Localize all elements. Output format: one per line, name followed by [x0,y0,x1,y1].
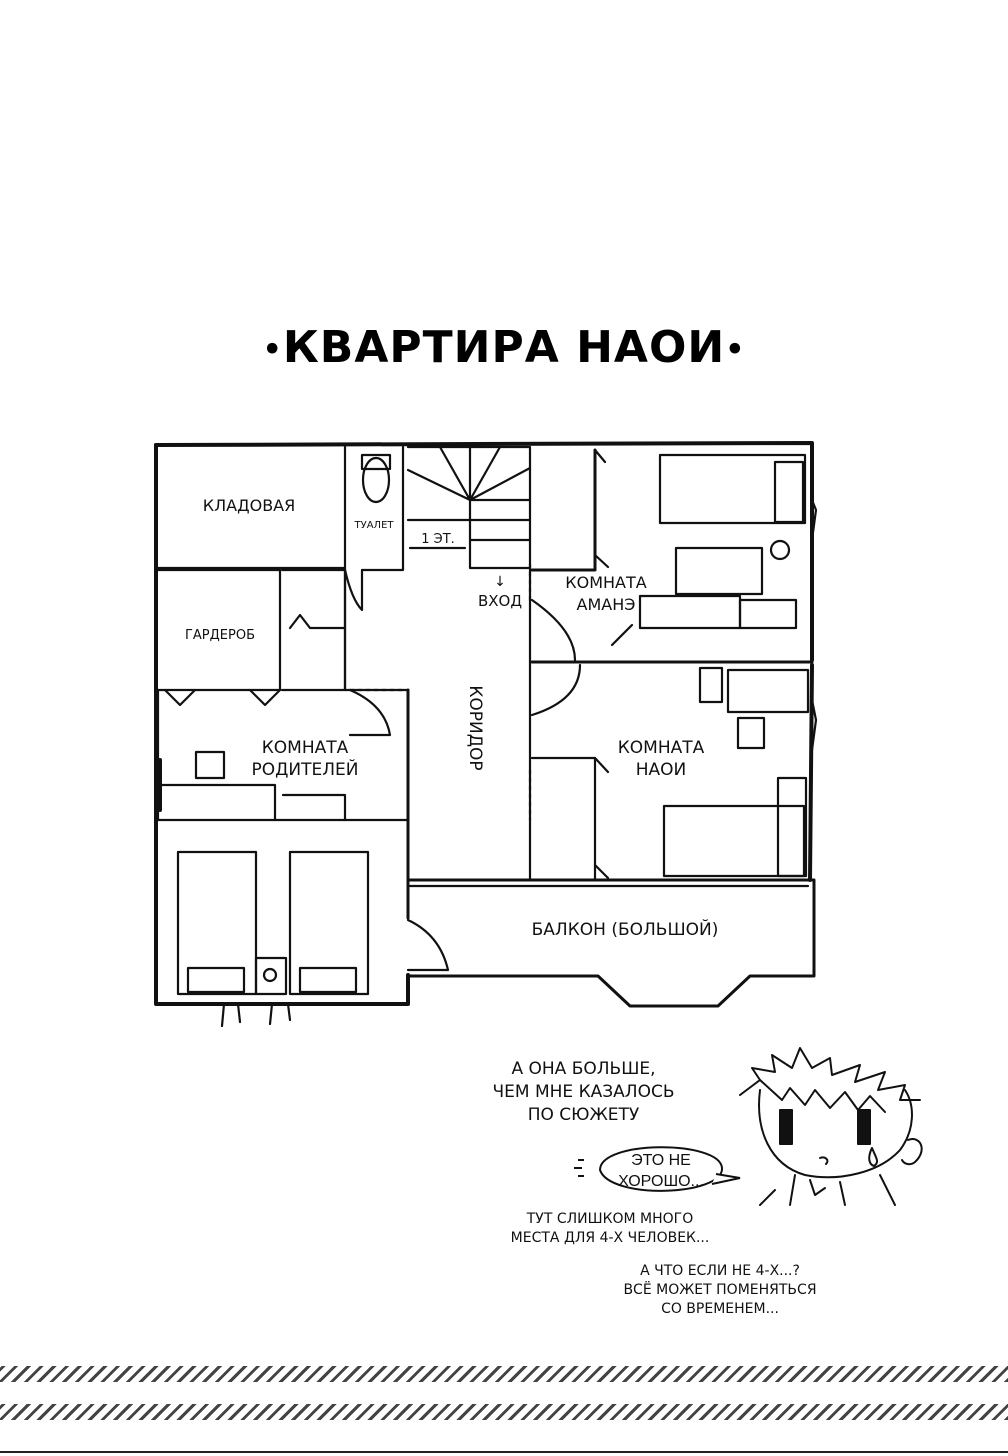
note1-line3: ПО СЮЖЕТУ [527,1104,640,1125]
note3-line3: СО ВРЕМЕНЕМ... [661,1300,779,1317]
page-title: •КВАРТИРА НАОИ• [0,322,1008,373]
label-stairs-floor: 1 ЭТ. [421,532,455,547]
chibi-character-icon [739,1047,923,1206]
decorative-stripe-top [0,1366,1008,1382]
note-space-comment: ТУТ СЛИШКОМ МНОГО МЕСТА ДЛЯ 4-Х ЧЕЛОВЕК.… [450,1210,770,1248]
label-amane-room-line1: КОМНАТА [565,573,647,592]
label-parents-room-line2: РОДИТЕЛЕЙ [252,758,359,780]
note2-line1: ТУТ СЛИШКОМ МНОГО [526,1211,694,1227]
note1-line2: ЧЕМ МНЕ КАЗАЛОСЬ [492,1081,675,1102]
note3-line2: ВСЁ МОЖЕТ ПОМЕНЯТЬСЯ [623,1281,817,1298]
speech-bubble-icon [574,1146,741,1192]
label-parents-room-line1: КОМНАТА [262,738,349,758]
label-entrance: ВХОД [478,592,522,610]
bubble-line1: ЭТО НЕ [631,1152,691,1169]
note-size-comment: А ОНА БОЛЬШЕ, ЧЕМ МНЕ КАЗАЛОСЬ ПО СЮЖЕТУ [446,1058,721,1127]
note1-line1: А ОНА БОЛЬШЕ, [511,1059,656,1079]
label-storage: КЛАДОВАЯ [203,496,295,515]
bubble-line2: ХОРОШО... [618,1172,704,1190]
title-bullet-left: • [262,332,283,368]
label-balcony: БАЛКОН (БОЛЬШОЙ) [532,918,719,940]
label-naoi-room-line1: КОМНАТА [618,738,705,758]
label-wardrobe: ГАРДЕРОБ [185,628,255,643]
title-text: КВАРТИРА НАОИ [282,322,726,373]
title-bullet-right: • [725,332,746,368]
label-toilet: ТУАЛЕТ [354,520,395,531]
note-change-comment: А ЧТО ЕСЛИ НЕ 4-Х...? ВСЁ МОЖЕТ ПОМЕНЯТЬ… [580,1262,860,1319]
entrance-arrow-icon: ↓ [494,574,506,590]
note3-line1: А ЧТО ЕСЛИ НЕ 4-Х...? [640,1263,800,1279]
label-amane-room-line2: АМАНЭ [577,595,636,614]
label-naoi-room-line2: НАОИ [636,760,687,780]
floor-plan-walls [154,441,818,1028]
speech-bubble-text: ЭТО НЕ ХОРОШО... [586,1151,736,1193]
decorative-stripe-bottom [0,1404,1008,1420]
note2-line2: МЕСТА ДЛЯ 4-Х ЧЕЛОВЕК... [510,1229,710,1246]
label-corridor: КОРИДОР [465,685,485,770]
